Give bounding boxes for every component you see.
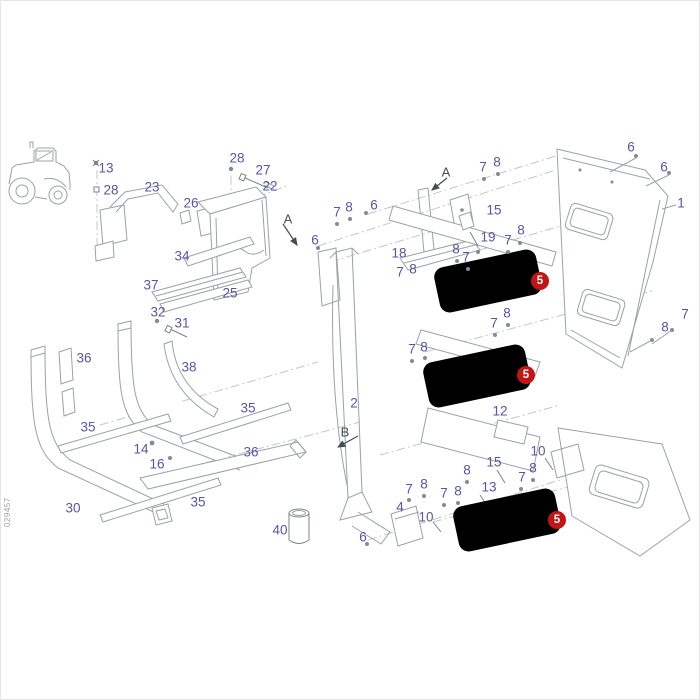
part-callout-36[interactable]: 36 [76, 350, 92, 366]
part-callout-36[interactable]: 36 [243, 444, 259, 460]
part-callout-8[interactable]: 8 [463, 462, 471, 478]
part-callout-14[interactable]: 14 [133, 441, 149, 457]
part-callout-13[interactable]: 13 [481, 479, 497, 495]
part-callout-40[interactable]: 40 [272, 522, 288, 538]
part-callout-6[interactable]: 6 [370, 197, 378, 213]
part-callout-38[interactable]: 38 [181, 359, 197, 375]
part-callout-22[interactable]: 22 [262, 178, 278, 194]
highlighted-part-badge[interactable]: 5 [548, 511, 566, 529]
part-callout-8[interactable]: 8 [420, 339, 428, 355]
part-callout-7[interactable]: 7 [490, 315, 498, 331]
part-callout-12[interactable]: 12 [492, 403, 508, 419]
side-panel-part-1 [556, 148, 669, 369]
part-callout-8[interactable]: 8 [409, 261, 417, 277]
drawing-number: 029457 [3, 497, 12, 527]
part-callout-2[interactable]: 2 [350, 395, 358, 411]
part-callout-35[interactable]: 35 [240, 400, 256, 416]
part-callout-6[interactable]: 6 [660, 159, 668, 175]
part-callout-6[interactable]: 6 [359, 529, 367, 545]
part-callout-37[interactable]: 37 [143, 277, 159, 293]
part-callout-15[interactable]: 15 [486, 202, 502, 218]
part-callout-35[interactable]: 35 [80, 419, 96, 435]
part-callout-19[interactable]: 19 [480, 229, 496, 245]
part-callout-34[interactable]: 34 [174, 248, 190, 264]
part-callout-7[interactable]: 7 [518, 469, 526, 485]
part-callout-7[interactable]: 7 [479, 159, 487, 175]
part-callout-18[interactable]: 18 [391, 245, 407, 261]
part-callout-30[interactable]: 30 [65, 500, 81, 516]
part-callout-27[interactable]: 27 [255, 162, 271, 178]
bushing-part-40 [288, 508, 310, 544]
part-callout-4[interactable]: 4 [396, 499, 404, 515]
part-callout-10[interactable]: 10 [530, 443, 546, 459]
part-callout-7[interactable]: 7 [440, 485, 448, 501]
highlighted-part-badge[interactable]: 5 [531, 272, 549, 290]
part-callout-25[interactable]: 25 [222, 285, 238, 301]
part-callout-28[interactable]: 28 [229, 150, 245, 166]
side-panel-lower [550, 427, 691, 557]
part-callout-16[interactable]: 16 [149, 456, 165, 472]
part-callout-6[interactable]: 6 [311, 232, 319, 248]
part-callout-31[interactable]: 31 [174, 315, 190, 331]
highlighted-part-badge[interactable]: 5 [517, 366, 535, 384]
part-callout-7[interactable]: 7 [408, 341, 416, 357]
part-callout-26[interactable]: 26 [183, 195, 199, 211]
view-arrow-label-A: A [441, 164, 451, 180]
part-callout-28[interactable]: 28 [103, 182, 119, 198]
rail-frame-assembly [30, 318, 307, 526]
part-callout-7[interactable]: 7 [396, 264, 404, 280]
part-callout-7[interactable]: 7 [504, 232, 512, 248]
part-callout-8[interactable]: 8 [452, 241, 460, 257]
view-arrow-label-A: A [283, 211, 293, 227]
part-callout-8[interactable]: 8 [345, 199, 353, 215]
part-callout-1[interactable]: 1 [677, 195, 685, 211]
part-callout-35[interactable]: 35 [190, 494, 206, 510]
part-callout-15[interactable]: 15 [486, 454, 502, 470]
part-callout-8[interactable]: 8 [517, 222, 525, 238]
part-callout-8[interactable]: 8 [503, 305, 511, 321]
part-callout-7[interactable]: 7 [462, 249, 470, 265]
part-callout-7[interactable]: 7 [681, 306, 689, 322]
part-callout-10[interactable]: 10 [418, 509, 434, 525]
view-arrow-label-B: B [340, 424, 350, 440]
upper-bracket-assembly [92, 159, 275, 313]
center-bracket-part-2 [317, 187, 481, 545]
tractor-icon [8, 141, 71, 205]
view-arrows [282, 177, 448, 448]
part-callout-23[interactable]: 23 [144, 179, 160, 195]
part-callout-8[interactable]: 8 [661, 319, 669, 335]
part-callout-8[interactable]: 8 [493, 154, 501, 170]
part-callout-8[interactable]: 8 [529, 460, 537, 476]
fastener-marks [316, 154, 677, 546]
part-callout-7[interactable]: 7 [405, 481, 413, 497]
part-callout-6[interactable]: 6 [627, 139, 635, 155]
part-callout-7[interactable]: 7 [333, 204, 341, 220]
part-callout-8[interactable]: 8 [454, 483, 462, 499]
part-callout-8[interactable]: 8 [420, 476, 428, 492]
part-callout-32[interactable]: 32 [150, 304, 166, 320]
part-callout-13[interactable]: 13 [98, 160, 114, 176]
